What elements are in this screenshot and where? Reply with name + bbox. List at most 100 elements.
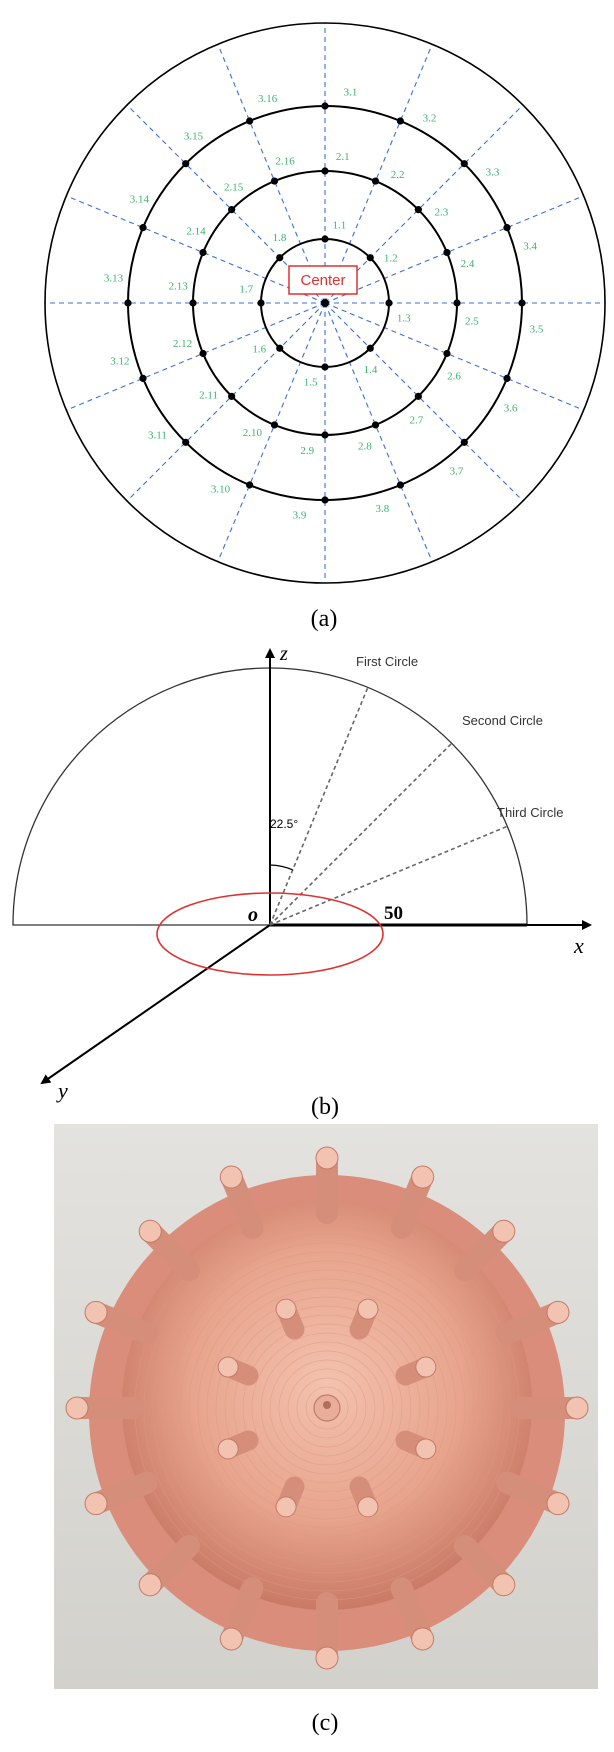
point-label: 2.7 [409, 414, 423, 426]
point-label: 3.7 [450, 466, 464, 478]
point-label: 1.6 [252, 344, 266, 356]
point-3-2 [396, 117, 404, 125]
point-label: 3.2 [423, 112, 437, 124]
second-circle-label: Second Circle [462, 713, 543, 728]
point-label: 1.7 [239, 284, 253, 296]
point-3-15 [182, 160, 190, 168]
third-circle-ray [269, 825, 509, 926]
point-label: 3.3 [486, 166, 500, 178]
center-label-box [288, 265, 358, 295]
point-label: 3.6 [504, 402, 518, 414]
radial-dash-line [324, 302, 524, 502]
printed-hemisphere-photo: (c) [54, 1124, 598, 1736]
point-label: 2.14 [186, 225, 206, 237]
point-1-5 [321, 363, 329, 371]
point-3-5 [518, 299, 526, 307]
peg-tip [217, 1356, 239, 1378]
peg-tip [546, 1492, 570, 1516]
point-label: 3.15 [184, 130, 204, 142]
caption-b: (b) [311, 1094, 339, 1120]
point-label: 3.10 [211, 484, 231, 496]
third-circle-label: Third Circle [497, 805, 563, 820]
point-label: 2.3 [435, 207, 449, 219]
peg-tip [546, 1300, 570, 1324]
layer-ring [197, 1278, 457, 1538]
point-3-7 [460, 438, 468, 446]
point-label: 3.14 [130, 194, 150, 206]
point-label: 3.16 [258, 93, 278, 105]
point-2-1 [321, 167, 329, 175]
peg-tip [357, 1496, 379, 1518]
layer-ring [188, 1269, 466, 1547]
second-circle-ray [269, 742, 453, 926]
point-2-4 [443, 248, 451, 257]
point-1-2 [366, 254, 374, 262]
radial-dash-line [324, 195, 584, 304]
peg-tip [138, 1219, 162, 1243]
point-2-6 [443, 349, 451, 358]
peg-tip [217, 1438, 239, 1460]
layer-ring [242, 1323, 412, 1493]
peg-tip [565, 1396, 589, 1420]
radial-dash-line [66, 195, 326, 304]
layer-ring [251, 1332, 403, 1484]
radial-dash-line [324, 44, 433, 304]
point-1-3 [385, 299, 393, 307]
point-label: 3.13 [104, 273, 124, 285]
point-2-15 [228, 206, 236, 214]
point-1-8 [276, 254, 284, 262]
point-label: 1.1 [332, 219, 346, 231]
origin-label: o [248, 904, 258, 926]
point-label: 1.5 [304, 377, 318, 389]
point-label: 2.4 [461, 258, 475, 270]
point-2-10 [270, 421, 279, 429]
point-label: 2.15 [224, 182, 244, 194]
hemisphere-outline [12, 667, 528, 926]
point-label: 2.9 [300, 445, 314, 457]
caption-c: (c) [312, 1710, 339, 1736]
point-label: 1.3 [397, 312, 411, 324]
radial-dash-lines [45, 23, 605, 583]
point-1-6 [276, 344, 284, 352]
point-label: 2.2 [391, 169, 405, 181]
peg-tip [84, 1300, 108, 1324]
point-label: 2.6 [447, 371, 461, 383]
peg-tip [315, 1646, 339, 1670]
radial-dash-line [324, 302, 584, 411]
layer-ring [206, 1287, 448, 1529]
point-2-8 [371, 421, 380, 429]
point-2-11 [228, 392, 236, 400]
peg-tip [219, 1627, 243, 1651]
measurement-points [124, 102, 526, 504]
x-axis-label: x [573, 933, 584, 958]
layer-ring [296, 1377, 358, 1439]
point-label: 3.12 [110, 355, 129, 367]
center-label: Center [300, 272, 345, 289]
point-3-9 [321, 496, 329, 504]
peg-tip [492, 1573, 516, 1597]
center-peg-hole [323, 1401, 331, 1409]
peg-tip [84, 1492, 108, 1516]
base-circle-ellipse [156, 892, 384, 976]
point-label: 3.11 [148, 430, 167, 442]
measurement-pegs [65, 1146, 589, 1670]
layer-ring [269, 1350, 385, 1466]
peg-tip [315, 1146, 339, 1170]
y-axis [40, 924, 271, 1085]
radial-dash-line [324, 104, 524, 304]
angle-label: 22.5° [270, 817, 298, 831]
print-layer-rings [134, 1215, 520, 1601]
measurement-layout-diagram: 1.11.21.31.41.51.61.71.82.12.22.32.42.52… [44, 22, 606, 632]
point-label: 2.1 [336, 151, 350, 163]
coordinate-diagram: z x y o 50 22.5° First Circle Second Cir… [12, 643, 592, 1120]
layer-ring [161, 1242, 493, 1574]
center-point [321, 299, 329, 307]
point-label: 2.8 [358, 441, 372, 453]
radius-label: 50 [384, 903, 403, 924]
panel-c-photo: (c) [0, 1120, 614, 1747]
layer-ring [152, 1233, 502, 1583]
point-label: 2.10 [243, 427, 263, 439]
radial-dash-line [324, 302, 433, 562]
radial-dash-line [66, 302, 326, 411]
